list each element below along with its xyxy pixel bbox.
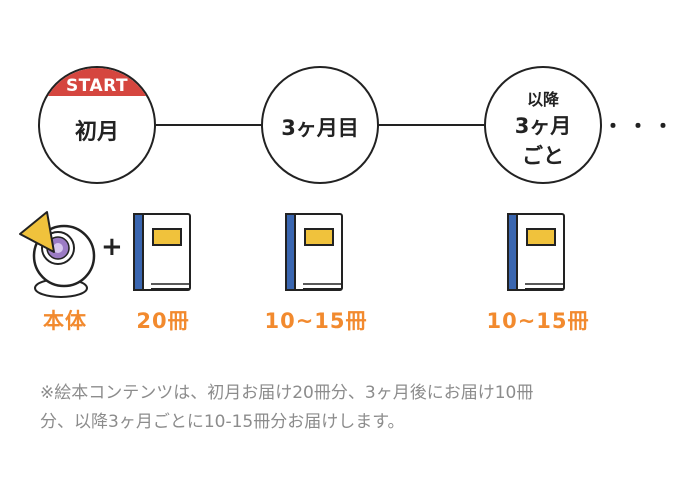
start-badge-label: START xyxy=(65,76,129,96)
book-icon xyxy=(133,213,191,291)
footnote-line-2: 分、以降3ヶ月ごとに10-15冊分お届けします。 xyxy=(40,412,405,432)
footnote: ※絵本コンテンツは、初月お届け20冊分、3ヶ月後にお届け10冊 分、以降3ヶ月ご… xyxy=(40,379,650,437)
later-books-count: 10~15冊 xyxy=(486,309,590,333)
step-label-bot: ごと xyxy=(522,144,564,168)
step-later-circle: 以降 3ヶ月 ごと xyxy=(484,66,602,184)
book-icon xyxy=(507,213,565,291)
step-label: 3ヶ月目 xyxy=(281,116,359,140)
start-badge: START xyxy=(40,68,154,96)
device-label: 本体 xyxy=(43,309,87,333)
step-label: 初月 xyxy=(74,120,119,145)
timeline-line-2 xyxy=(378,124,484,126)
device-icon xyxy=(19,211,96,298)
step-month3-circle: 3ヶ月目 xyxy=(261,66,379,184)
plus-sign: + xyxy=(101,232,123,262)
book-icon xyxy=(285,213,343,291)
footnote-line-1: ※絵本コンテンツは、初月お届け20冊分、3ヶ月後にお届け10冊 xyxy=(40,383,534,403)
step-label-mid: 3ヶ月 xyxy=(514,114,572,138)
third-month-books-count: 10~15冊 xyxy=(264,309,368,333)
step-label-top: 以降 xyxy=(526,90,559,109)
step-start-circle: START 初月 xyxy=(38,66,156,184)
first-books-count: 20冊 xyxy=(136,309,190,333)
timeline-line-1 xyxy=(156,124,262,126)
ellipsis: ・・・・ xyxy=(603,114,677,138)
